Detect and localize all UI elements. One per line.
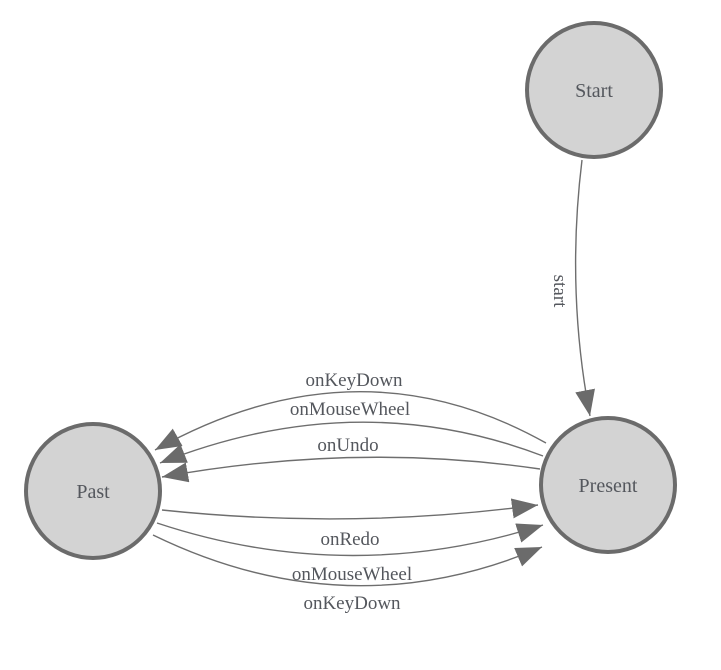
node-present-label: Present [579,475,638,497]
edge-present-to-past-onkeydown [154,391,547,451]
node-past-circle[interactable] [24,422,162,560]
edge-label-group: start onKeyDown onMouseWheel onUndo onRe… [290,275,570,614]
node-start[interactable]: Start [525,21,663,159]
edge-past-to-present-onmousewheel [156,522,544,557]
node-start-label: Start [575,80,613,102]
node-present-circle[interactable] [539,416,677,554]
edge-label-onkeydown-top: onKeyDown [305,370,403,391]
edge-label-start: start [549,275,570,308]
edge-label-onkeydown-bottom: onKeyDown [303,593,401,614]
edge-label-onmousewheel-bottom: onMouseWheel [292,564,412,585]
node-present[interactable]: Present [539,416,677,554]
edge-group [152,159,595,587]
edge-label-onundo: onUndo [317,435,378,456]
node-past[interactable]: Past [24,422,162,560]
edge-past-to-present-onredo [161,498,539,520]
edge-label-onredo: onRedo [320,529,379,550]
edge-label-onmousewheel-top: onMouseWheel [290,399,410,420]
edge-present-to-past-onmousewheel [159,421,544,464]
edge-past-to-present-onkeydown [152,534,543,587]
edge-start-to-present [574,159,595,417]
node-past-label: Past [76,481,110,503]
edge-present-to-past-onundo [161,456,541,483]
node-start-circle[interactable] [525,21,663,159]
